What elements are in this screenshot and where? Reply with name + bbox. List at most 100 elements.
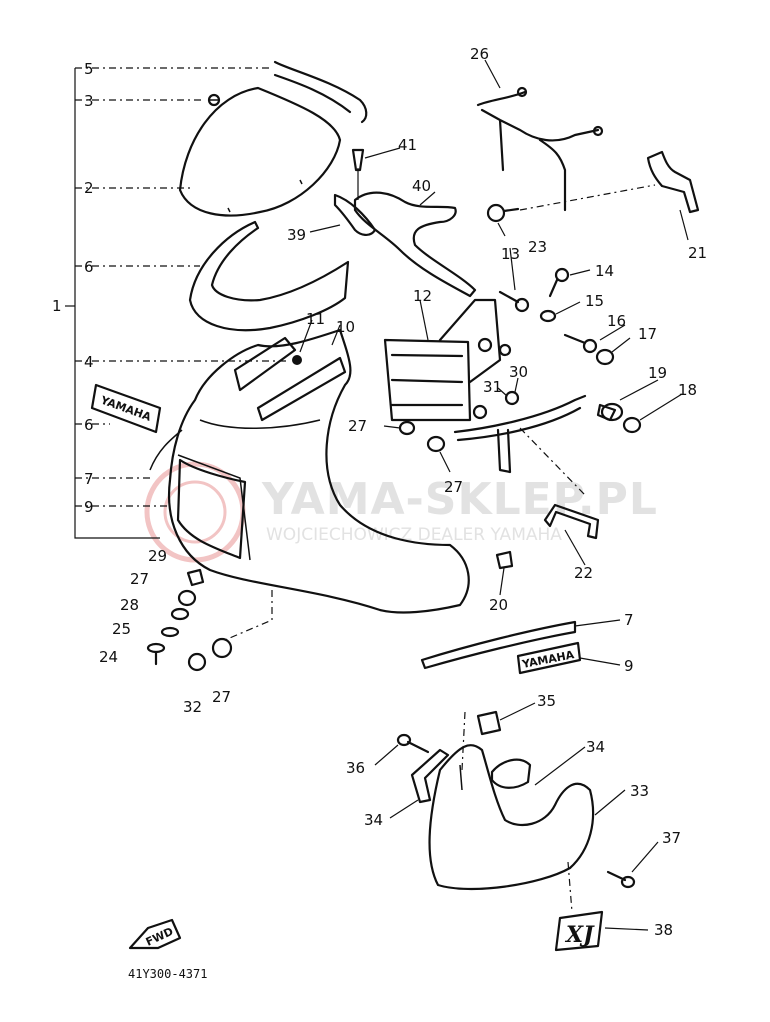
callout-7-right: 7 bbox=[624, 611, 634, 629]
callout-20: 20 bbox=[489, 596, 508, 614]
grommet-41 bbox=[351, 148, 365, 172]
windscreen bbox=[178, 86, 342, 217]
damper-19 bbox=[600, 402, 624, 422]
bracket-22 bbox=[543, 503, 600, 540]
callout-32: 32 bbox=[183, 698, 202, 716]
callout-9-right: 9 bbox=[624, 657, 634, 675]
callout-38: 38 bbox=[654, 921, 673, 939]
side-panel-10 bbox=[256, 356, 347, 422]
callout-24: 24 bbox=[99, 648, 118, 666]
washer-25 bbox=[160, 626, 180, 638]
callout-2: 2 bbox=[84, 179, 94, 197]
callout-13: 13 bbox=[501, 245, 520, 263]
callout-5: 5 bbox=[84, 60, 94, 78]
screw-24 bbox=[146, 642, 166, 666]
callout-10: 10 bbox=[336, 318, 355, 336]
callout-34-right: 34 bbox=[586, 738, 605, 756]
callout-18: 18 bbox=[678, 381, 697, 399]
bolt-16 bbox=[563, 333, 598, 354]
callout-23: 23 bbox=[528, 238, 547, 256]
bracket-39 bbox=[333, 193, 377, 236]
stay-26 bbox=[476, 90, 600, 212]
callout-40: 40 bbox=[412, 177, 431, 195]
callout-31: 31 bbox=[483, 378, 502, 396]
diagram-code: 41Y300-4371 bbox=[128, 967, 207, 981]
washer-15 bbox=[539, 309, 557, 323]
yamaha-decal-left-text: YAMAHA bbox=[98, 393, 153, 424]
callout-34-left: 34 bbox=[364, 811, 383, 829]
fwd-arrow: FWD bbox=[128, 918, 182, 950]
callout-27-lower-a: 27 bbox=[130, 570, 149, 588]
callout-36: 36 bbox=[346, 759, 365, 777]
stay-30 bbox=[453, 394, 587, 442]
callout-9-left: 9 bbox=[84, 498, 94, 516]
bolt-13 bbox=[498, 290, 530, 313]
callout-6-upper: 6 bbox=[84, 258, 94, 276]
callout-33: 33 bbox=[630, 782, 649, 800]
callout-4: 4 bbox=[84, 353, 94, 371]
grommet-29 bbox=[186, 568, 205, 587]
callout-28: 28 bbox=[120, 596, 139, 614]
yamaha-decal-left: YAMAHA bbox=[90, 383, 162, 434]
callout-27-upper-b: 27 bbox=[444, 478, 463, 496]
collar-27-lower-b bbox=[211, 637, 233, 659]
collar-27-lower-a bbox=[177, 589, 197, 607]
collar-32 bbox=[187, 652, 207, 672]
callout-16: 16 bbox=[607, 312, 626, 330]
callout-29: 29 bbox=[148, 547, 167, 565]
callout-27-lower-b: 27 bbox=[212, 688, 231, 706]
washer-28 bbox=[170, 607, 190, 621]
bolt-14 bbox=[548, 267, 570, 298]
bolt-36 bbox=[396, 733, 430, 754]
bracket-34-left bbox=[410, 748, 450, 804]
collar-18 bbox=[622, 416, 642, 434]
callout-17: 17 bbox=[638, 325, 657, 343]
yamaha-decal-right: YAMAHA bbox=[516, 641, 582, 675]
screw-3 bbox=[207, 93, 221, 107]
watermark: YAMA-SKLEP.PL WOJCIECHOWICZ DEALER YAMAH… bbox=[144, 461, 657, 563]
grommet-4 bbox=[292, 355, 302, 365]
xj-emblem-text: XJ bbox=[564, 922, 595, 948]
collar-27-upper-a bbox=[398, 420, 416, 436]
collar-35 bbox=[476, 710, 502, 736]
bracket-21 bbox=[646, 150, 700, 214]
leader-lines bbox=[299, 59, 689, 931]
callout-27-upper-a: 27 bbox=[348, 417, 367, 435]
collar-17 bbox=[595, 348, 615, 366]
lower-cowl-33 bbox=[428, 744, 595, 891]
callout-39: 39 bbox=[287, 226, 306, 244]
bolt-31 bbox=[504, 390, 520, 406]
callout-35: 35 bbox=[537, 692, 556, 710]
collar-27-upper-b bbox=[426, 435, 446, 453]
bolt-23 bbox=[486, 203, 520, 223]
callout-labels: 5 3 2 6 1 4 6 7 9 41 40 39 26 21 23 13 1… bbox=[52, 45, 707, 939]
cowling-inset bbox=[176, 458, 247, 560]
callout-19: 19 bbox=[648, 364, 667, 382]
stay-frame-12 bbox=[383, 298, 502, 422]
bracket-34-right bbox=[490, 758, 532, 789]
windscreen-stay bbox=[273, 60, 368, 124]
callout-1: 1 bbox=[52, 297, 62, 315]
callout-21: 21 bbox=[688, 244, 707, 262]
screw-37 bbox=[606, 870, 636, 889]
callout-22: 22 bbox=[574, 564, 593, 582]
callout-30: 30 bbox=[509, 363, 528, 381]
callout-12: 12 bbox=[413, 287, 432, 305]
stripe-tape-7 bbox=[420, 620, 577, 670]
assembly-bracket bbox=[65, 67, 290, 539]
xj-emblem: XJ bbox=[554, 910, 604, 952]
upper-cowling bbox=[168, 328, 470, 614]
callout-25: 25 bbox=[112, 620, 131, 638]
mirror-rail-40 bbox=[353, 191, 477, 298]
callout-6-lower: 6 bbox=[84, 416, 94, 434]
watermark-subtitle: WOJCIECHOWICZ DEALER YAMAHA bbox=[266, 525, 562, 545]
callout-41: 41 bbox=[398, 136, 417, 154]
callout-14: 14 bbox=[595, 262, 614, 280]
callout-15: 15 bbox=[585, 292, 604, 310]
callout-7-left: 7 bbox=[84, 470, 94, 488]
grommet-20 bbox=[495, 550, 514, 570]
callout-26: 26 bbox=[470, 45, 489, 63]
callout-3: 3 bbox=[84, 92, 94, 110]
callout-37: 37 bbox=[662, 829, 681, 847]
